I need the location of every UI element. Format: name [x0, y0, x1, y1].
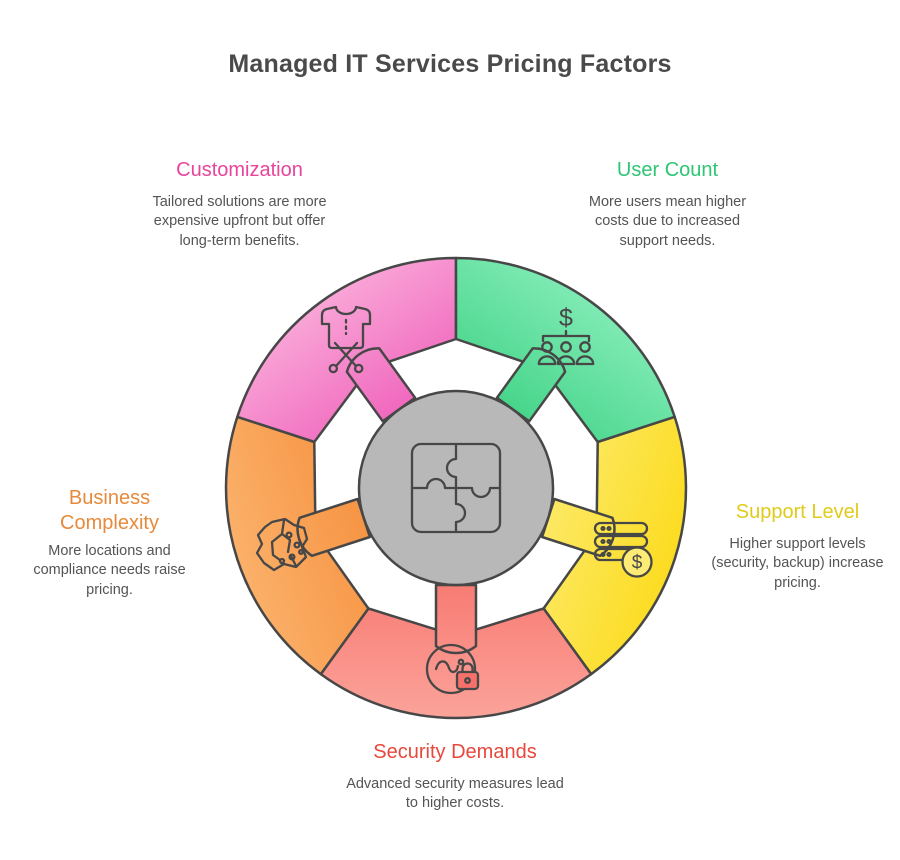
tab-user-count	[495, 347, 567, 423]
tab-business-complexity	[296, 497, 372, 558]
segment-heading: Customization	[176, 159, 303, 181]
segment-description: More users mean higher costs due to incr…	[588, 194, 747, 249]
segment-description: More locations and compliance needs rais…	[33, 543, 186, 598]
tailored-shirt-scissors-icon	[320, 305, 372, 374]
svg-text:$: $	[632, 553, 643, 574]
segment-heading: User Count	[616, 159, 719, 181]
segment-description: Tailored solutions are more expensive up…	[152, 194, 327, 249]
segment-heading: Support Level	[735, 501, 860, 523]
segment-heading: Security Demands	[373, 741, 537, 763]
label-user-count: User Count More users mean higher costs …	[575, 158, 760, 251]
puzzle-icon	[410, 442, 502, 534]
label-security-demands: Security Demands Advanced security measu…	[345, 740, 565, 814]
users-dollar-hierarchy-icon: $	[537, 304, 595, 366]
segment-description: Higher support levels (security, backup)…	[711, 536, 884, 591]
encrypted-data-lock-icon	[425, 643, 480, 695]
label-business-complexity: Business Complexity More locations and c…	[17, 486, 202, 600]
ring-segment-business-complexity	[224, 415, 370, 676]
label-customization: Customization Tailored solutions are mor…	[147, 158, 332, 251]
svg-text:$: $	[559, 304, 573, 332]
segment-heading: Business Complexity	[60, 487, 159, 534]
tab-customization	[345, 347, 417, 423]
label-support-level: Support Level Higher support levels (sec…	[705, 500, 890, 593]
server-dollar-icon: $	[593, 521, 653, 578]
page-title: Managed IT Services Pricing Factors	[228, 50, 672, 78]
brain-complexity-icon	[255, 517, 309, 572]
tab-security-demands	[434, 583, 478, 655]
segment-description: Advanced security measures lead to highe…	[346, 776, 564, 812]
